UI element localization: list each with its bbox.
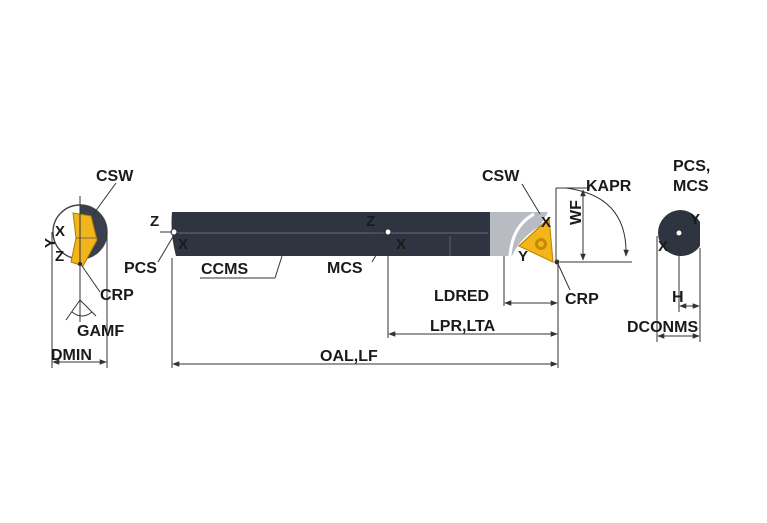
label-dmin: DMIN [51,347,92,364]
tool-side-view: Z X Z X X Y PCS CCMS MCS CSW CRP [124,168,599,308]
axis-mcs-z: Z [366,213,375,230]
label-lpr-lta: LPR,LTA [430,318,496,335]
label-mcs: MCS [327,260,363,277]
label-pcs-mcs-1: PCS, [673,158,710,175]
axis-pcs-x: X [178,236,188,253]
boring-head-curve [508,212,535,257]
label-crp-right: CRP [565,291,599,308]
label-h: H [672,289,684,306]
label-crp-left: CRP [100,287,134,304]
label-csw-right: CSW [482,168,520,185]
left-csw-leader [91,182,117,217]
csw-right-leader [521,183,541,215]
axis-left-x: X [55,223,65,240]
axis-end-x: X [658,238,668,255]
left-gamf-line-b [65,299,81,321]
label-gamf: GAMF [77,323,124,340]
pcs-leader [157,234,175,263]
label-ldred: LDRED [434,288,489,305]
axis-left-z: Z [55,248,64,265]
axis-mcs-x: X [396,236,406,253]
left-gamf-line-a [79,299,97,317]
left-crp-leader [81,265,101,293]
label-ccms: CCMS [201,261,248,278]
mcs-leader [371,234,389,263]
label-oal-lf: OAL,LF [320,348,378,365]
tool-shank-body [171,212,490,256]
right-end-view: PCS, MCS Y X H DCONMS [627,158,710,342]
insert-crp-point [554,259,560,265]
kapr-arc [565,187,630,257]
left-end-view: CSW X Z Y CRP GAMF DMIN [42,168,134,368]
label-csw-left: CSW [96,168,134,185]
label-wf: WF [568,200,585,225]
label-pcs-mcs-2: MCS [673,178,709,195]
insert-hole-inner [538,241,544,247]
right-end-center [675,229,683,237]
axis-pcs-z: Z [150,213,159,230]
label-kapr: KAPR [586,178,632,195]
label-dconms: DCONMS [627,319,698,336]
kapr-wf-dims: WF KAPR [555,178,632,263]
boring-head [490,212,548,256]
axis-end-y: Y [690,211,700,228]
label-pcs: PCS [124,260,157,277]
left-crp-point [77,261,83,267]
axis-tip-x: X [541,214,551,231]
crp-right-leader [557,263,571,291]
left-gamf-arc [71,311,93,317]
insert-triangle [517,216,554,263]
axis-left-y: Y [42,238,59,248]
length-dims: LDRED LPR,LTA OAL,LF [171,238,559,368]
ccms-leader-tip [274,255,283,279]
axis-tip-y: Y [518,248,528,265]
